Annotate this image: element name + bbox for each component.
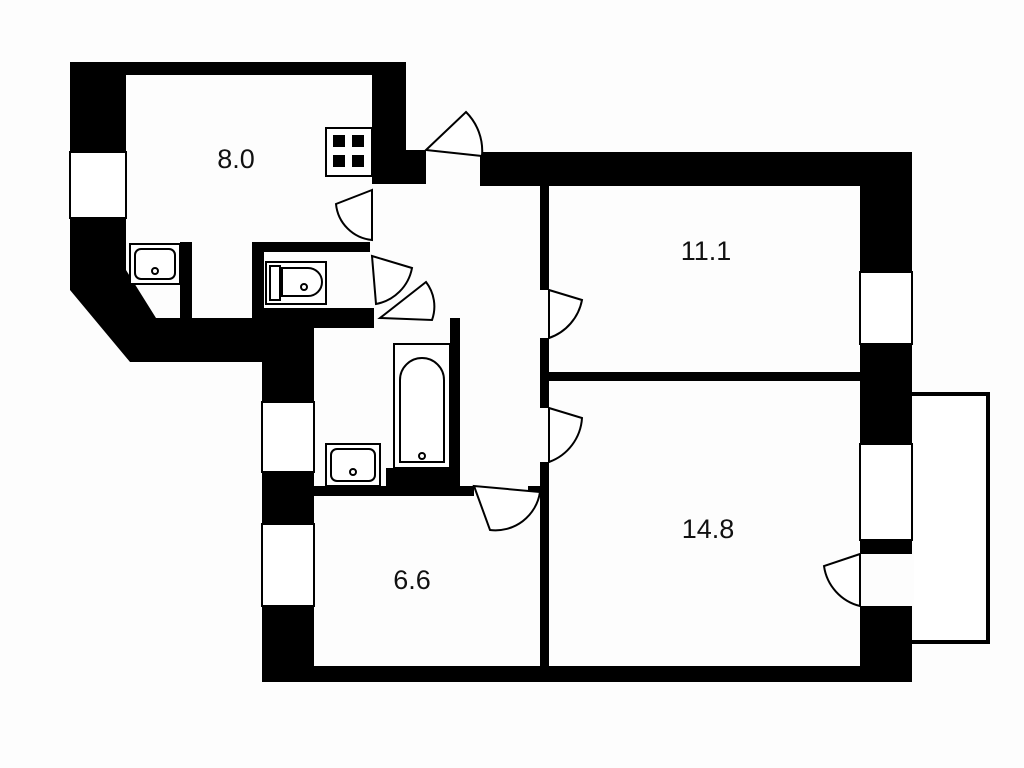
window-kitchen — [69, 151, 127, 219]
toilet-icon — [265, 261, 327, 305]
door-bath — [377, 280, 436, 322]
room-area-14-8: 14.8 — [682, 514, 735, 544]
door-entrance — [423, 110, 484, 158]
exterior-walls — [70, 62, 912, 682]
door-room-111 — [548, 288, 584, 340]
room-area-6-6: 6.6 — [393, 565, 431, 595]
door-wc — [370, 254, 414, 306]
window-left-upper — [261, 401, 315, 473]
door-kitchen — [334, 188, 373, 242]
window-right-lower — [859, 443, 913, 541]
fixtures — [129, 127, 451, 487]
stove-icon — [325, 127, 373, 177]
door-balcony — [822, 552, 861, 608]
doors — [334, 110, 861, 608]
window-right-upper — [859, 271, 913, 345]
bathtub-icon — [393, 343, 451, 469]
balcony — [912, 392, 990, 644]
bath-sink-icon — [325, 443, 381, 487]
kitchen-sink-icon — [129, 243, 181, 285]
door-room-148 — [548, 406, 584, 464]
door-room-66 — [472, 484, 542, 532]
room-area-kitchen: 8.0 — [217, 144, 255, 174]
window-left-lower — [261, 523, 315, 607]
balcony-slab-fill — [914, 396, 986, 640]
windows — [69, 151, 913, 607]
room-area-11-1: 11.1 — [681, 236, 732, 266]
room-labels: 8.0 11.1 14.8 6.6 — [217, 144, 734, 595]
